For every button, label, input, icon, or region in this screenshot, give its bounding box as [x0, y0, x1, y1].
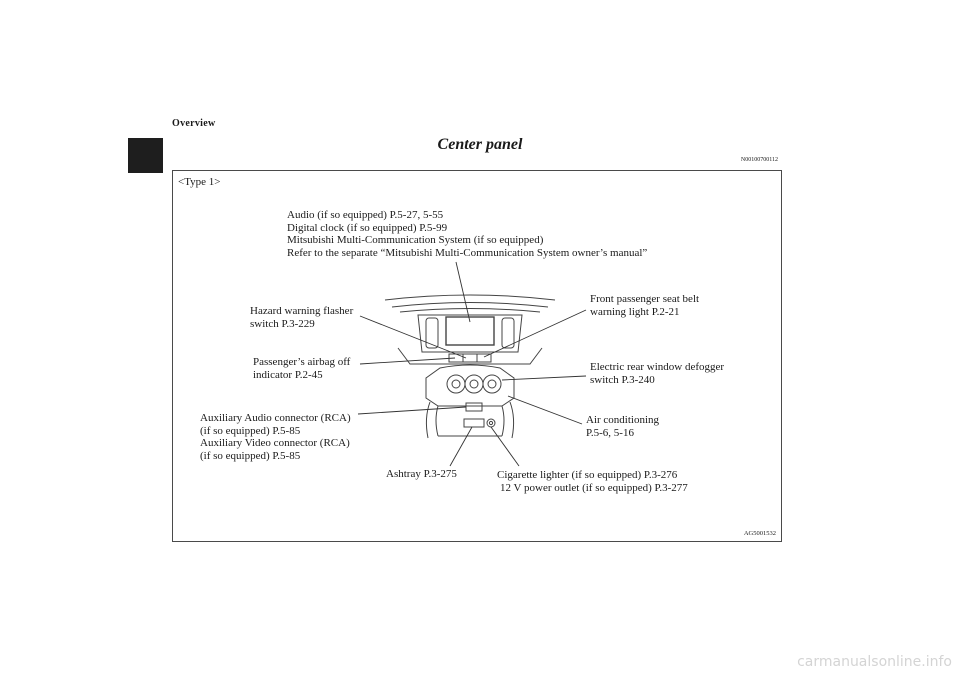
callout-cigarette-line-2: 12 V power outlet (if so equipped) P.3-2… [500, 481, 688, 494]
callout-cigarette: Cigarette lighter (if so equipped) P.3-2… [497, 469, 688, 494]
callout-hazard-line-2: switch P.3-229 [250, 317, 315, 330]
section-tab-marker [128, 138, 163, 173]
callout-seatbelt-line-1: Front passenger seat belt [590, 293, 700, 305]
watermark-text: carmanualsonline.info [797, 654, 952, 670]
callout-airbag-line-2: indicator P.2-45 [253, 368, 323, 381]
figure-type-label: <Type 1> [178, 176, 221, 188]
callout-hazard-line-1: Hazard warning flasher [250, 305, 354, 317]
callout-seatbelt: Front passenger seat belt warning light … [590, 293, 699, 318]
callout-audio-line-4: Refer to the separate “Mitsubishi Multi-… [287, 246, 648, 259]
callout-aux-line-4: (if so equipped) P.5-85 [200, 449, 301, 462]
callout-aircon: Air conditioning P.5-6, 5-16 [586, 414, 659, 439]
callout-audio-line-1: Audio (if so equipped) P.5-27, 5-55 [287, 209, 444, 221]
callout-airbag: Passenger’s airbag off indicator P.2-45 [253, 356, 350, 381]
center-panel-figure [172, 170, 782, 542]
section-header: Overview [172, 118, 216, 129]
page-title: Center panel [437, 136, 523, 153]
document-code: N00100700112 [740, 157, 778, 163]
callout-aircon-line-1: Air conditioning [586, 414, 660, 426]
callout-aux-line-1: Auxiliary Audio connector (RCA) [200, 412, 351, 424]
callout-aux-line-2: (if so equipped) P.5-85 [200, 424, 301, 437]
callout-aircon-line-2: P.5-6, 5-16 [586, 426, 634, 439]
callout-audio-line-3: Mitsubishi Multi-Communication System (i… [287, 234, 544, 246]
callout-hazard: Hazard warning flasher switch P.3-229 [250, 305, 353, 330]
callout-cigarette-line-1: Cigarette lighter (if so equipped) P.3-2… [497, 469, 678, 481]
callout-ashtray: Ashtray P.3-275 [386, 468, 457, 481]
callout-defogger: Electric rear window defogger switch P.3… [590, 361, 724, 386]
watermark: carmanualsonline.info [0, 654, 960, 670]
callout-ashtray-line-1: Ashtray P.3-275 [386, 468, 457, 480]
callout-aux-line-3: Auxiliary Video connector (RCA) [200, 437, 350, 449]
callout-audio-line-2: Digital clock (if so equipped) P.5-99 [287, 221, 448, 234]
callout-aux: Auxiliary Audio connector (RCA) (if so e… [200, 412, 351, 462]
callout-audio: Audio (if so equipped) P.5-27, 5-55 Digi… [287, 209, 647, 259]
callout-defogger-line-1: Electric rear window defogger [590, 361, 725, 373]
callout-airbag-line-1: Passenger’s airbag off [253, 356, 351, 368]
callout-defogger-line-2: switch P.3-240 [590, 373, 655, 386]
callout-seatbelt-line-2: warning light P.2-21 [590, 305, 680, 318]
figure-code: AG5001532 [743, 530, 776, 537]
